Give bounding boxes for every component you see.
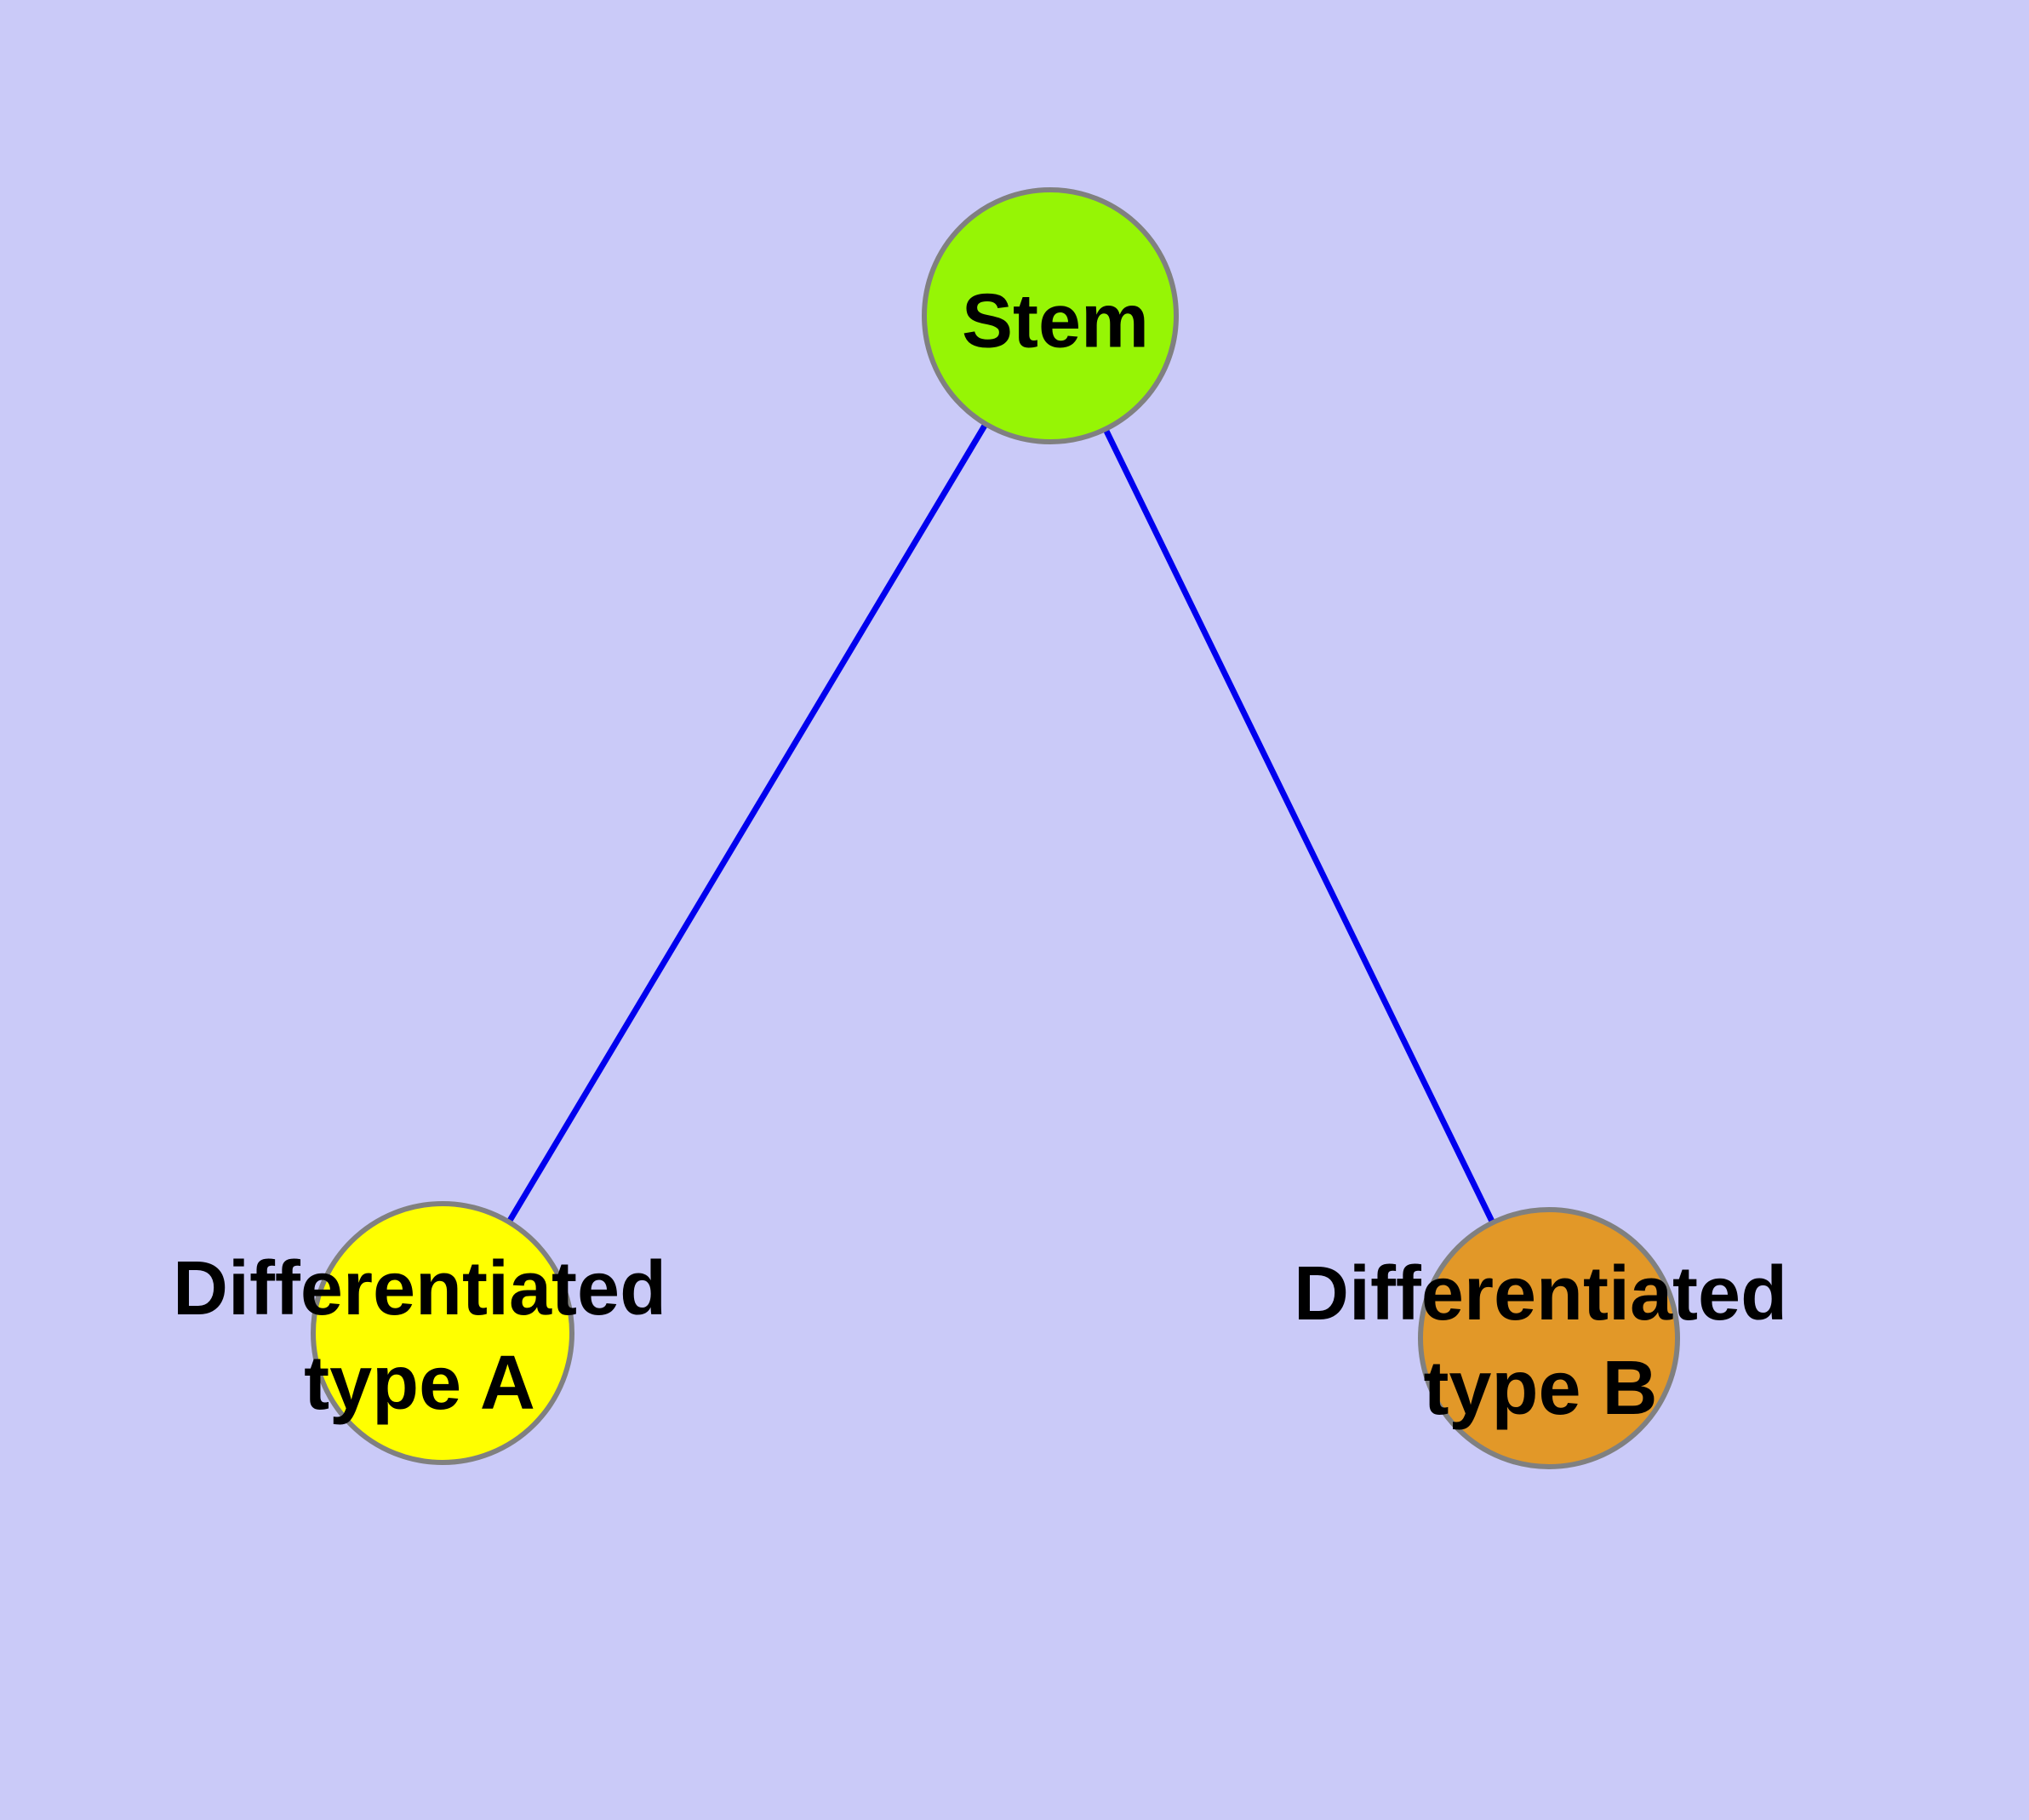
node-label-differentiated-type-b: Differentiated type B (1293, 1251, 1788, 1431)
node-stem (922, 187, 1179, 444)
edge-stem-to-type-a (439, 314, 1054, 1335)
node-differentiated-type-b (1418, 1207, 1680, 1469)
edge-stem-to-type-b (1047, 314, 1552, 1340)
node-differentiated-type-a (311, 1201, 574, 1465)
node-label-differentiated-type-a: Differentiated type A (172, 1246, 667, 1426)
node-label-stem: Stem (961, 278, 1150, 364)
